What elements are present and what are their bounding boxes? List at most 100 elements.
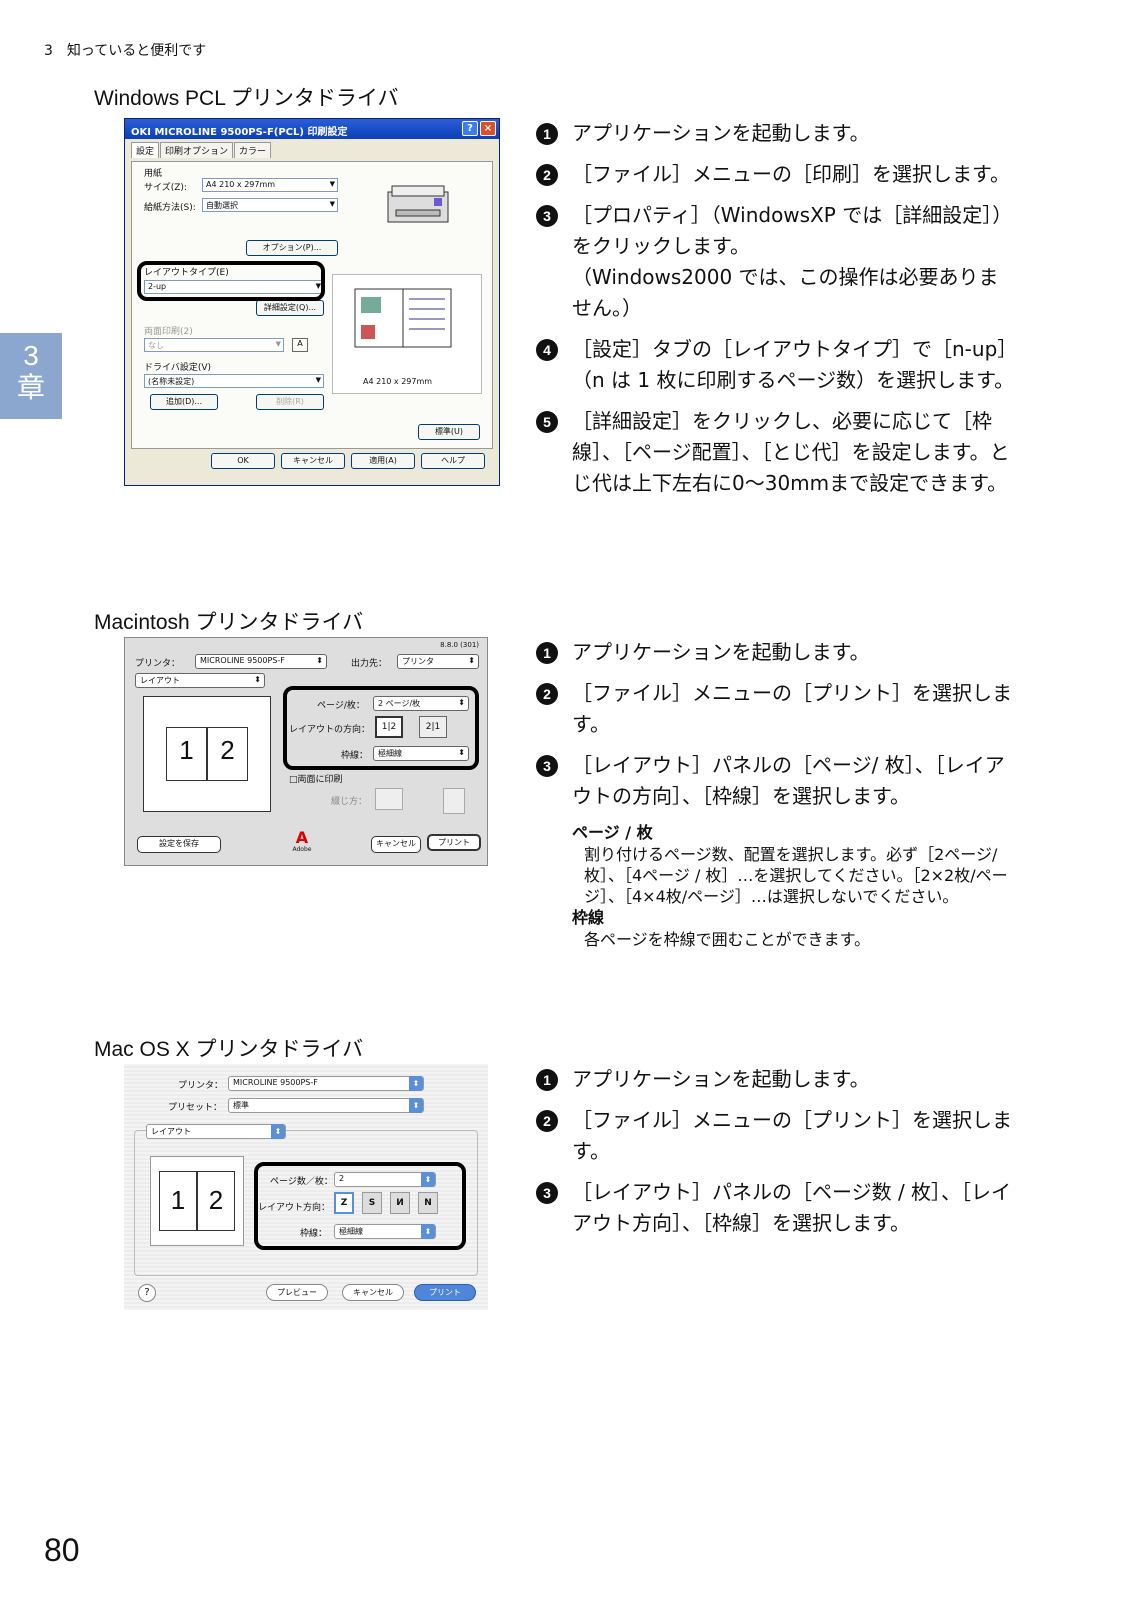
step-text: ［レイアウト］パネルの［ページ/ 枚］、［レイアウトの方向］、［枠線］を選択しま…: [572, 753, 1005, 808]
layout-preview: A4 210 x 297mm: [332, 274, 482, 394]
step-badge: 2: [536, 683, 558, 705]
tab-color[interactable]: カラー: [234, 142, 272, 158]
print-button[interactable]: プリント: [427, 834, 481, 851]
preset-label: プリセット：: [168, 1103, 223, 1113]
mac-steps: 1 アプリケーションを起動します。 2 ［ファイル］メニューの［プリント］を選択…: [536, 637, 1016, 950]
detail-settings-button[interactable]: 詳細設定(Q)...: [256, 300, 324, 316]
step-item: 1 アプリケーションを起動します。: [536, 1064, 1016, 1095]
step-text: アプリケーションを起動します。: [572, 1067, 870, 1091]
layout-type-label: レイアウトタイプ(E): [144, 268, 229, 278]
help-icon[interactable]: ?: [138, 1284, 156, 1302]
direction-n-icon[interactable]: N: [418, 1192, 438, 1214]
settings-panel: 用紙 サイズ(Z): A4 210 x 297mm 給紙方法(S): 自動選択 …: [131, 161, 493, 449]
direction-z-icon[interactable]: Z: [334, 1192, 354, 1214]
adobe-logo: A Adobe: [292, 828, 312, 854]
step-badge: 1: [536, 1069, 558, 1091]
binding-short-icon[interactable]: [443, 788, 465, 814]
step-text: ［ファイル］メニューの［印刷］を選択します。: [572, 162, 1010, 186]
preview-caption: A4 210 x 297mm: [363, 377, 433, 386]
destination-popup[interactable]: プリンタ: [397, 654, 479, 669]
chapter-tab: 3 章: [0, 333, 62, 419]
feed-label: 給紙方法(S):: [144, 203, 196, 213]
pages-label: ページ数／枚：: [270, 1177, 333, 1187]
binding-label: 綴じ方：: [331, 797, 368, 807]
border-label: 枠線：: [300, 1229, 328, 1239]
print-button[interactable]: プリント: [414, 1284, 476, 1301]
preview-button[interactable]: プレビュー: [266, 1284, 328, 1301]
direction-label: レイアウトの方向：: [289, 725, 371, 735]
border-popup[interactable]: 極細線: [373, 746, 469, 761]
step-text: ［詳細設定］をクリックし、必要に応じて［枠線］、［ページ配置］、［とじ代］を設定…: [572, 409, 1010, 495]
step-item: 1 アプリケーションを起動します。: [536, 637, 1016, 668]
printer-popup[interactable]: MICROLINE 9500PS-F: [228, 1076, 424, 1091]
border-popup[interactable]: 極細線: [334, 1224, 436, 1239]
step-text: ［レイアウト］パネルの［ページ数 / 枚］、［レイアウト方向］、［枠線］を選択し…: [572, 1180, 1012, 1235]
delete-button[interactable]: 削除(R): [256, 394, 324, 410]
feed-select[interactable]: 自動選択: [202, 198, 338, 212]
preview-page-1: 1: [166, 727, 207, 781]
pages-popup[interactable]: 2 ページ/枚: [373, 696, 469, 711]
cancel-button[interactable]: キャンセル: [371, 836, 421, 853]
layout-preview: 1 2: [150, 1156, 244, 1246]
size-select[interactable]: A4 210 x 297mm: [202, 178, 338, 192]
panel-popup[interactable]: レイアウト: [146, 1124, 286, 1139]
apply-button[interactable]: 適用(A): [351, 453, 415, 469]
mac-section-title: Macintosh プリンタドライバ: [94, 611, 364, 634]
printer-label: プリンタ：: [135, 659, 181, 669]
help-button[interactable]: ヘルプ: [421, 453, 485, 469]
duplex-checkbox[interactable]: □両面に印刷: [289, 775, 343, 785]
chapter-label: 章: [16, 371, 45, 404]
direction-lr-icon[interactable]: 1|2: [375, 716, 403, 738]
direction-rl-icon[interactable]: 2|1: [419, 716, 447, 738]
driver-settings-select[interactable]: (名称未設定): [144, 374, 324, 388]
osx-print-dialog: プリンタ： MICROLINE 9500PS-F プリセット： 標準 レイアウト…: [124, 1064, 488, 1310]
direction-n-reverse-icon[interactable]: И: [390, 1192, 410, 1214]
step-item: 3 ［プロパティ］（WindowsXP では［詳細設定］）をクリックします。 （…: [536, 200, 1016, 324]
ok-button[interactable]: OK: [211, 453, 275, 469]
binding-long-icon[interactable]: [375, 788, 403, 810]
border-label: 枠線：: [341, 751, 369, 761]
help-icon[interactable]: ?: [462, 121, 478, 136]
panel-popup[interactable]: レイアウト: [135, 673, 265, 688]
direction-s-icon[interactable]: S: [362, 1192, 382, 1214]
layout-type-select[interactable]: 2-up: [144, 280, 324, 294]
step-item: 5 ［詳細設定］をクリックし、必要に応じて［枠線］、［ページ配置］、［とじ代］を…: [536, 406, 1016, 499]
size-label: サイズ(Z):: [144, 183, 187, 193]
tab-print-options[interactable]: 印刷オプション: [160, 142, 234, 158]
save-settings-button[interactable]: 設定を保存: [137, 836, 221, 853]
options-button[interactable]: オプション(P)...: [246, 240, 338, 256]
step-badge: 4: [536, 339, 558, 361]
note-heading: 枠線: [572, 908, 605, 927]
dialog-title: OKI MICROLINE 9500PS-F(PCL) 印刷設定: [131, 127, 348, 138]
pages-popup[interactable]: 2: [334, 1172, 436, 1187]
windows-section-title: Windows PCL プリンタドライバ: [94, 87, 399, 110]
default-button[interactable]: 標準(U): [418, 424, 480, 440]
step-badge: 1: [536, 123, 558, 145]
close-icon[interactable]: ×: [480, 121, 496, 136]
step-text: ［ファイル］メニューの［プリント］を選択します。: [572, 1108, 1012, 1163]
note-body: 各ページを枠線で囲むことができます。: [584, 930, 871, 949]
layout-panel: [134, 1130, 478, 1276]
running-header: 3 知っていると便利です: [44, 43, 207, 59]
printer-illustration: [382, 182, 454, 230]
dialog-tabs: 設定 印刷オプション カラー: [125, 139, 499, 158]
book-icon: A: [292, 338, 308, 352]
step-badge: 5: [536, 411, 558, 433]
paper-group-label: 用紙: [144, 169, 163, 179]
duplex-select[interactable]: なし: [144, 338, 284, 352]
pages-label: ページ/枚：: [317, 701, 365, 711]
step-text: アプリケーションを起動します。: [572, 121, 870, 145]
cancel-button[interactable]: キャンセル: [342, 1284, 404, 1301]
preset-popup[interactable]: 標準: [228, 1098, 424, 1113]
step-item: 3 ［レイアウト］パネルの［ページ/ 枚］、［レイアウトの方向］、［枠線］を選択…: [536, 750, 1016, 812]
adobe-label: Adobe: [292, 846, 312, 853]
step-subtext: （Windows2000 では、この操作は必要ありません。）: [572, 265, 999, 320]
printer-icon: [387, 185, 449, 223]
osx-steps: 1 アプリケーションを起動します。 2 ［ファイル］メニューの［プリント］を選択…: [536, 1064, 1016, 1249]
add-button[interactable]: 追加(D)...: [150, 394, 218, 410]
note-block: ページ / 枚 割り付けるページ数、配置を選択します。必ず［2ページ/ 枚］、［…: [572, 822, 1016, 950]
tab-settings[interactable]: 設定: [131, 142, 160, 158]
printer-popup[interactable]: MICROLINE 9500PS-F: [195, 654, 327, 669]
step-text: ［ファイル］メニューの［プリント］を選択します。: [572, 681, 1012, 736]
cancel-button[interactable]: キャンセル: [281, 453, 345, 469]
